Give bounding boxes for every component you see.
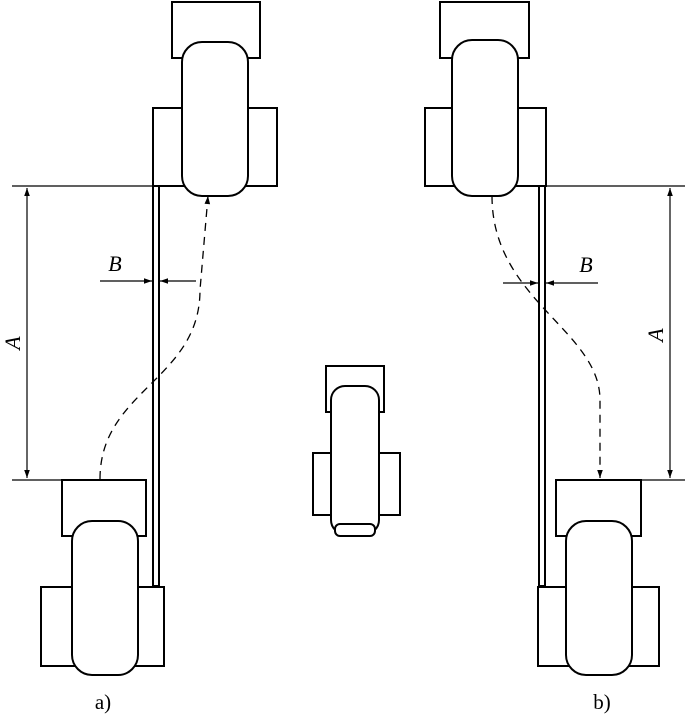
- tractor-bottom-a-wheel: [71, 520, 139, 676]
- tractor-center-rear: [334, 523, 376, 537]
- caption-b: b): [593, 690, 611, 714]
- dimension-b-label-b: B: [579, 252, 592, 277]
- dimension-a-lines-b: [518, 185, 685, 481]
- tractor-bottom-b-wheel: [565, 520, 633, 676]
- dimension-a-label-a: A: [0, 336, 25, 352]
- tractor-top-a-wheel: [181, 41, 249, 197]
- panel-b: A B b): [424, 1, 685, 714]
- dimension-a-lines-a: [12, 185, 182, 481]
- panel-a: A B a): [0, 1, 278, 714]
- guide-rail-a: [152, 186, 160, 587]
- tractor-top-a: [152, 1, 278, 197]
- tractor-center-wheel: [330, 385, 380, 535]
- caption-a: a): [95, 690, 111, 714]
- dimension-b-label-a: B: [108, 251, 121, 276]
- tractor-center: [312, 365, 401, 537]
- tractor-top-b: [424, 1, 547, 197]
- tractor-top-b-wheel: [451, 39, 519, 197]
- tractor-bottom-a: [40, 479, 165, 676]
- tractor-bottom-b: [537, 479, 660, 676]
- motion-path-a: [99, 195, 211, 480]
- dimension-a-label-b: A: [643, 328, 668, 344]
- guide-rail-b: [538, 186, 546, 587]
